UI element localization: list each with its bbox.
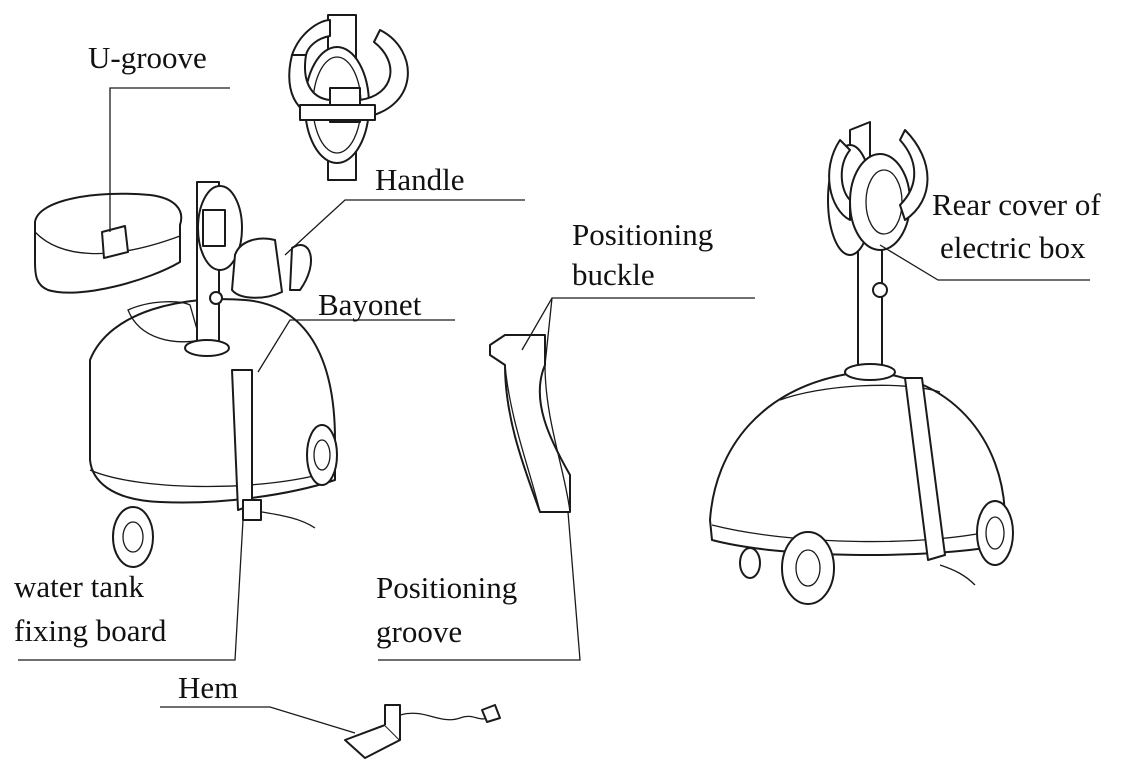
label-positioning-groove-line2: groove — [376, 614, 462, 649]
label-rear-cover-line2: electric box — [940, 230, 1086, 265]
label-u-groove: U-groove — [88, 40, 207, 75]
label-positioning-buckle-line2: buckle — [572, 257, 655, 292]
label-rear-cover-line1: Rear cover of — [932, 187, 1101, 222]
hem-part — [344, 704, 501, 759]
label-hem: Hem — [178, 670, 238, 705]
label-water-tank-line1: water tank — [14, 569, 144, 604]
leader-lines — [18, 87, 1090, 734]
label-water-tank-line2: fixing board — [14, 613, 167, 648]
label-handle: Handle — [375, 162, 465, 197]
headrest-detail — [288, 14, 409, 181]
label-positioning-buckle-line1: Positioning — [572, 217, 713, 252]
right-unit — [709, 121, 1014, 605]
label-positioning-groove-line1: Positioning — [376, 570, 517, 605]
u-groove-pad — [34, 192, 183, 294]
label-bayonet: Bayonet — [318, 287, 422, 322]
left-unit — [89, 181, 338, 568]
positioning-piece — [489, 334, 571, 513]
